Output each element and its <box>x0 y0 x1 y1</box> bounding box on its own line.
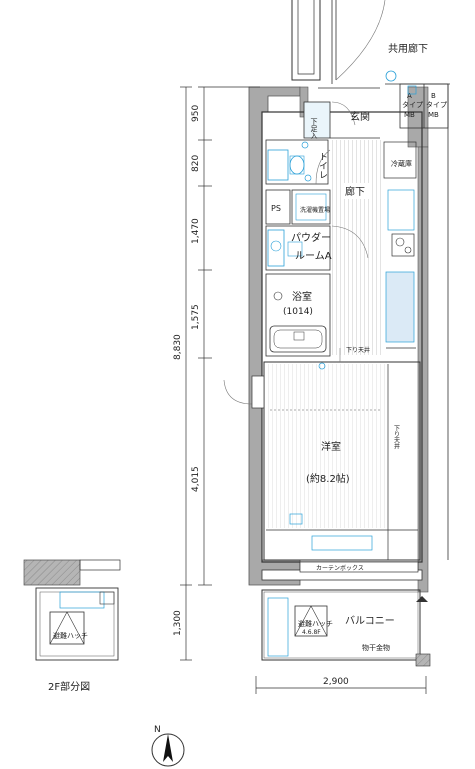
mb-boxes: A タイプ MB B タイプ MB <box>385 70 447 119</box>
dim-1300: 1,300 <box>173 610 183 636</box>
bathroom-label: 浴室 <box>292 290 312 303</box>
western-room <box>223 348 421 561</box>
partial-plan-2f <box>23 559 121 661</box>
floor-plan-2f-label: 2F部分図 <box>48 680 90 693</box>
common-corridor-label: 共用廊下 <box>388 42 428 55</box>
powder-room-label-2: ルームA <box>295 250 332 262</box>
toilet-label: トイレ <box>317 152 328 179</box>
ps-label: PS <box>271 204 281 213</box>
dim-820: 820 <box>191 155 201 172</box>
evac-hatch-2-label: 避難ハッチ <box>298 619 333 628</box>
corridor-lines <box>291 0 450 560</box>
entrance-label: 玄関 <box>350 110 370 123</box>
balcony-label: バルコニー <box>345 615 395 627</box>
powder-room-label-1: パウダー <box>291 231 331 244</box>
mb-b-line1: B <box>431 92 436 100</box>
mb-b-line3: MB <box>428 111 439 119</box>
dim-2900: 2,900 <box>323 677 349 687</box>
toilet-room <box>265 139 331 185</box>
outer-walls <box>248 86 429 593</box>
balcony <box>261 589 431 667</box>
dim-1575: 1,575 <box>191 304 201 330</box>
western-room-label: 洋室 <box>321 440 341 453</box>
mb-a-line3: MB <box>404 111 415 119</box>
dimension-lines <box>180 86 427 694</box>
curtain-box-label: カーテンボックス <box>316 564 364 572</box>
entrance-area <box>303 101 380 139</box>
mb-b-line2: タイプ <box>426 100 447 109</box>
hallway-label: 廊下 <box>345 185 365 198</box>
ceiling-drop-label: 下り天井 <box>393 425 400 450</box>
dim-8830: 8,830 <box>173 334 183 360</box>
fridge-label: 冷蔵庫 <box>391 159 412 168</box>
shoe-box-label: 下足入 <box>310 118 318 139</box>
right-fixtures <box>383 141 417 349</box>
laundry-hardware-label: 物干金物 <box>362 643 390 652</box>
ps-washer <box>265 189 331 225</box>
dim-950: 950 <box>191 105 201 122</box>
bathroom <box>265 273 331 357</box>
dim-4015: 4,015 <box>191 466 201 492</box>
powder-room <box>265 225 369 271</box>
mb-a-line2: タイプ <box>402 100 423 109</box>
western-room-size-label: (約8.2帖) <box>306 472 350 485</box>
dim-1470: 1,470 <box>191 218 201 244</box>
bathroom-size-label: (1014) <box>283 307 313 317</box>
flow-ceiling-label: 下り天井 <box>346 346 370 354</box>
mb-a-line1: A <box>407 92 412 100</box>
compass-icon <box>151 733 185 767</box>
compass-label: N <box>154 725 161 735</box>
evac-hatch-label: 避難ハッチ <box>53 631 88 640</box>
hallway-floor <box>332 140 382 355</box>
evac-hatch-2-size-label: 4.6.8F <box>302 629 321 636</box>
washer-label: 洗濯機置場 <box>300 206 330 214</box>
